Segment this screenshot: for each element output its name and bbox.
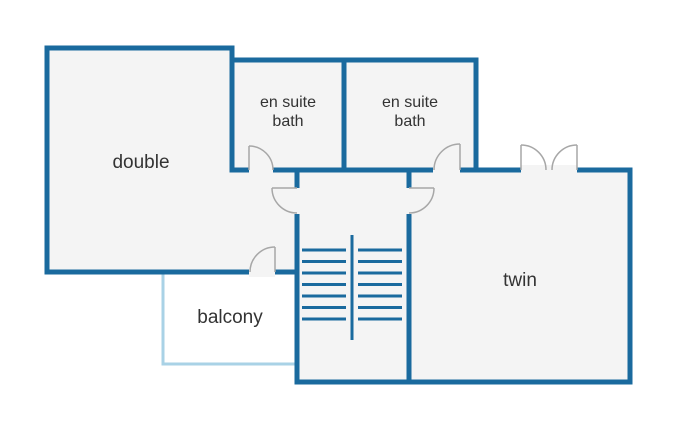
ensuite-left-line2: bath [272,113,304,130]
door-twin-double-left [520,144,547,171]
staircase [302,235,402,340]
twin-room [406,167,633,385]
room-label-balcony: balcony [197,307,263,328]
door-hall-to-twin [408,187,435,214]
room-label-twin: twin [503,270,537,291]
door-gaps [249,165,577,277]
balcony-floor [163,272,297,364]
balcony-railing [161,272,297,366]
door-double-to-hall [271,187,298,214]
room-label-ensuite-right: en suite bath [362,93,458,131]
door-swings [248,143,578,273]
room-label-ensuite-left: en suite bath [240,93,336,131]
door-ensuite-right [433,143,461,171]
room-label-double: double [112,152,170,173]
door-double-to-ensuite-left [248,145,274,171]
ensuite-left-line1: en suite [259,94,317,111]
door-double-to-balcony [249,246,276,273]
door-twin-double-right [551,144,578,171]
ensuite-right-line2: bath [394,113,426,130]
ensuite-right-line1: en suite [381,94,439,111]
ensuite-right-room [341,57,479,173]
